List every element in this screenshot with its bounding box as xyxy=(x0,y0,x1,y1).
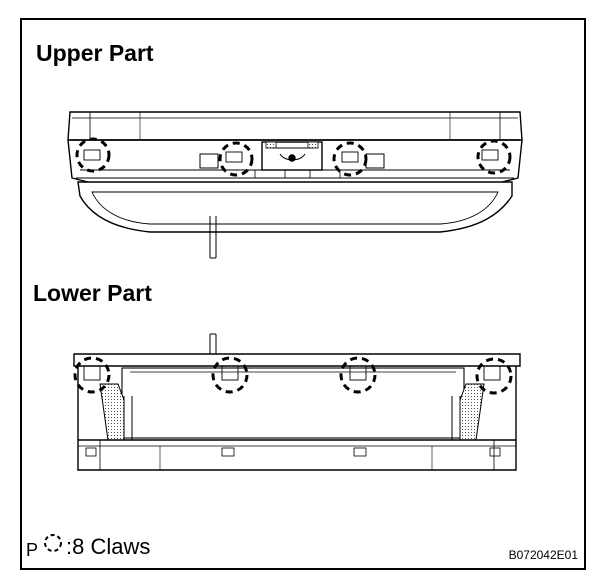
lower-claw-4-marker xyxy=(475,357,513,395)
upper-claw-4-marker xyxy=(476,139,512,175)
legend-prefix: P xyxy=(26,540,39,560)
upper-claw-2-marker xyxy=(218,141,254,177)
lower-claw-1-marker xyxy=(73,356,111,394)
lower-claw-3-marker xyxy=(339,356,377,394)
upper-part-drawing xyxy=(67,111,523,259)
legend-label: 8 Claws xyxy=(72,534,151,559)
dashed-circle-icon xyxy=(44,534,63,552)
claws-legend: P : 8 Claws xyxy=(26,530,150,560)
figure-code: B072042E01 xyxy=(508,548,578,562)
lower-part-drawing xyxy=(73,333,521,471)
upper-part-title: Upper Part xyxy=(36,40,154,66)
legend-colon: : xyxy=(66,534,73,559)
upper-claw-1-marker xyxy=(75,137,111,173)
upper-claw-3-marker xyxy=(332,141,368,177)
diagram-frame xyxy=(20,18,586,570)
lower-part-title: Lower Part xyxy=(33,280,152,306)
lower-claw-2-marker xyxy=(211,356,249,394)
